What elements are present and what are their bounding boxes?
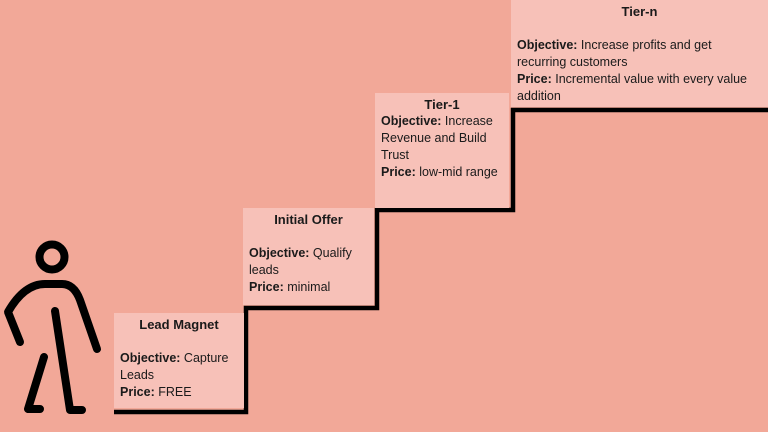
step-objective: Objective: Increase Revenue and Build Tr… (381, 114, 493, 162)
step-lead-magnet: Lead Magnet Objective: Capture Leads Pri… (114, 313, 244, 408)
step-price: Price: Incremental value with every valu… (517, 72, 747, 103)
step-objective: Objective: Qualify leads (249, 246, 352, 277)
step-price: Price: low-mid range (381, 165, 498, 179)
step-tier-n: Tier-n Objective: Increase profits and g… (511, 0, 768, 107)
step-title: Tier-n (621, 4, 658, 19)
step-objective: Objective: Capture Leads (120, 351, 229, 382)
step-tier-1: Tier-1 Objective: Increase Revenue and B… (375, 93, 509, 208)
step-initial-offer: Initial Offer Objective: Qualify leads P… (243, 208, 374, 305)
step-objective: Objective: Increase profits and get recu… (517, 38, 712, 69)
step-price: Price: FREE (120, 385, 192, 399)
step-title: Lead Magnet (139, 317, 219, 332)
step-title: Initial Offer (274, 212, 343, 227)
walking-person-icon (4, 240, 101, 414)
step-price: Price: minimal (249, 280, 331, 294)
step-title: Tier-1 (424, 97, 460, 112)
